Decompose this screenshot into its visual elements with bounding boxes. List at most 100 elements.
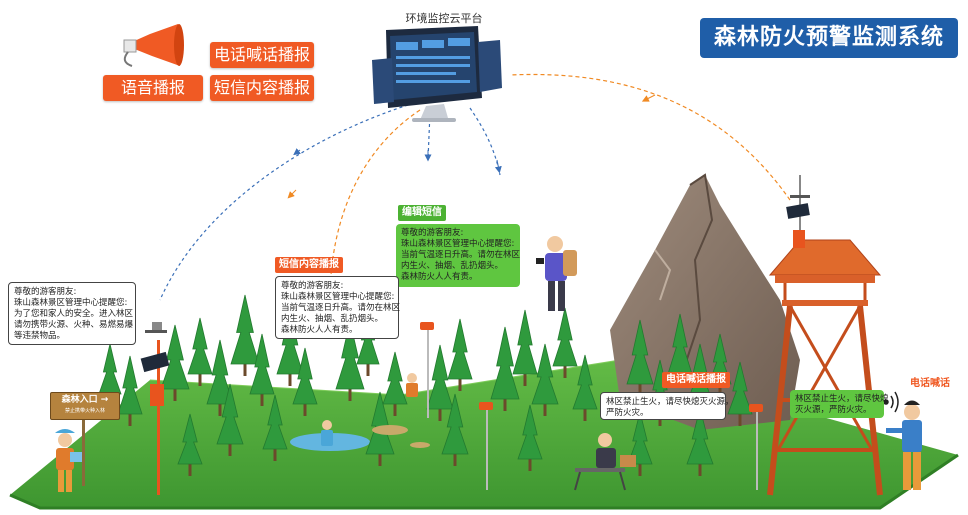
tree-trunk [366, 362, 370, 376]
edit-sms-line: 当前气温逐日升高。请勿在林区 [401, 250, 521, 260]
pine-tree [572, 354, 598, 410]
sms-broadcast-button[interactable]: 短信内容播报 [210, 75, 314, 101]
cloud-platform-label: 环境监控云平台 [405, 12, 483, 25]
pine-tree [426, 344, 454, 410]
tree-trunk [523, 372, 527, 386]
seated-hiker [574, 433, 636, 491]
phone-call-line: 灭火源，严防火灾。 [795, 405, 872, 415]
arc-platform-to-hiker [469, 107, 501, 176]
voice-broadcast-button[interactable]: 语音播报 [103, 75, 203, 101]
hiker-with-phone [536, 236, 577, 311]
pine-tree [98, 343, 122, 395]
tree-trunk [698, 462, 702, 476]
tree-trunk [503, 397, 507, 411]
pine-tree [292, 347, 318, 405]
pine-tree [512, 309, 538, 375]
tree-trunk [228, 442, 232, 456]
mountain [610, 173, 800, 430]
edit-sms-line: 内生火、抽烟、乱扔烟头。 [401, 261, 504, 271]
sms-line: 森林防火人人有责。 [281, 325, 358, 335]
arrow-right-icon: → [100, 395, 109, 405]
pine-tree [177, 413, 203, 465]
tree-trunk [438, 407, 442, 421]
entrance-line: 尊敬的游客朋友: [14, 287, 77, 297]
entrance-line: 为了您和家人的安全。进入林区 [14, 309, 134, 319]
tree-trunk [260, 392, 264, 406]
tree-trunk [638, 462, 642, 476]
sign-title: 森林入口 [61, 395, 98, 405]
tree-trunk [378, 452, 382, 466]
loudspeaker-pole-center [420, 322, 434, 418]
edit-sms-bubble: 尊敬的游客朋友: 珠山森林景区管理中心提醒您: 当前气温逐日升高。请勿在林区 内… [396, 224, 520, 287]
entrance-line: 珠山森林景区管理中心提醒您: [14, 298, 128, 308]
phone-caller [886, 400, 922, 490]
megaphone-icon [123, 24, 184, 67]
forest-entrance-sign: 森林入口 → 禁止携带火种入林 [50, 392, 120, 420]
phone-broadcast-button[interactable]: 电话喊话播报 [210, 42, 314, 68]
tree-trunk [528, 457, 532, 471]
pine-tree [187, 317, 213, 375]
edit-sms-line: 森林防火人人有责。 [401, 272, 478, 282]
pine-tree [335, 320, 365, 390]
sms-line: 珠山森林景区管理中心提醒您: [281, 292, 395, 302]
pine-tree [447, 318, 473, 380]
sms-line: 尊敬的游客朋友: [281, 281, 344, 291]
pine-tree [276, 309, 304, 375]
tree-trunk [563, 364, 567, 378]
child-hikers [321, 373, 418, 446]
loudspeaker-pole-mid [479, 402, 493, 490]
watchtower [767, 175, 883, 496]
entrance-line: 等违禁物品。 [14, 331, 66, 341]
tree-trunk [718, 382, 722, 396]
sms-broadcast-bubble: 尊敬的游客朋友: 珠山森林景区管理中心提醒您: 当前气温逐日升高。请勿在林区 内… [275, 276, 401, 339]
pine-tree [626, 319, 654, 385]
tree-trunk [543, 402, 547, 416]
pine-tree [517, 404, 543, 460]
tree-trunk [303, 402, 307, 416]
tree-trunk [273, 447, 277, 461]
phone-broadcast-bubble: 林区禁止生火，请尽快熄灭火源， 严防火灾。 [600, 392, 734, 420]
loudspeaker-pole-right [749, 404, 763, 490]
edit-sms-tag: 编辑短信 [398, 205, 446, 221]
tree-trunk [348, 387, 352, 401]
pine-tree [117, 355, 143, 415]
tree-trunk [243, 362, 247, 376]
tree-trunk [198, 372, 202, 386]
pine-tree [552, 307, 578, 367]
system-title: 森林防火预警监测系统 [700, 18, 958, 58]
tree-trunk [393, 402, 397, 416]
pine-tree [686, 407, 714, 465]
sms-broadcast-tag: 短信内容播报 [275, 257, 343, 273]
tree-trunk [188, 462, 192, 476]
phone-call-bubble: 林区禁止生火，请尽快熄 灭火源，严防火灾。 [790, 390, 889, 418]
sms-line: 当前气温逐日升高。请勿在林区 [281, 303, 401, 313]
tree-trunk [638, 382, 642, 396]
phone-call-line: 林区禁止生火，请尽快熄 [795, 394, 889, 404]
tree-trunk [453, 452, 457, 466]
pine-tree [206, 339, 234, 405]
pine-tree [382, 351, 408, 405]
phone-call-tag: 电话喊话 [910, 378, 950, 389]
pine-tree [230, 294, 260, 365]
arc-tower-to-platform [509, 73, 791, 201]
tree-trunk [218, 402, 222, 416]
entrance-voice-bubble: 尊敬的游客朋友: 珠山森林景区管理中心提醒您: 为了您和家人的安全。进入林区 请… [8, 282, 136, 345]
phone-broadcast-tag: 电话喊话播报 [662, 372, 730, 388]
entrance-signpost [82, 418, 85, 486]
sign-subtitle: 禁止携带火种入林 [64, 408, 105, 414]
pine-tree [216, 383, 244, 445]
edit-sms-line: 尊敬的游客朋友: [401, 228, 464, 238]
pine-tree [441, 393, 469, 455]
pine-tree [727, 361, 753, 415]
sms-line: 内生火、抽烟、乱扔烟头。 [281, 314, 384, 324]
pine-tree [627, 411, 653, 465]
entrance-line: 请勿携带火源、火种、易燃易爆 [14, 320, 134, 330]
tree-trunk [458, 377, 462, 391]
tree-trunk [128, 412, 132, 426]
pine-tree [249, 333, 275, 395]
tree-trunk [583, 407, 587, 421]
pine-tree [490, 326, 520, 400]
tree-trunk [738, 412, 742, 426]
cloud-platform-monitor [372, 26, 502, 122]
